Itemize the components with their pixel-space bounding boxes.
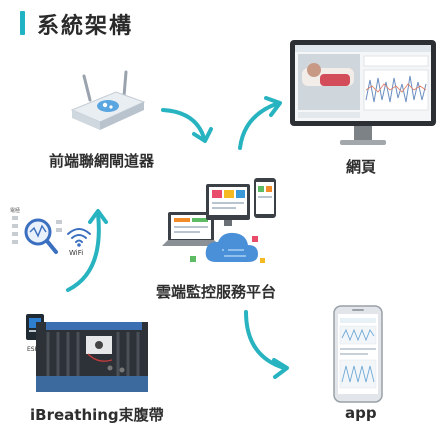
phone-icon	[333, 305, 383, 403]
monitor-icon	[290, 40, 436, 145]
belt-label: iBreathing束腹帶	[30, 406, 164, 424]
app-label: app	[345, 404, 377, 422]
gateway-label: 前端聯網閘道器	[49, 152, 155, 170]
esp32-label: ESP32	[27, 346, 46, 353]
title-accent-bar	[20, 11, 25, 35]
router-icon	[70, 70, 146, 130]
cloud-platform-icon	[162, 178, 276, 263]
page-title: 系統架構	[37, 14, 134, 39]
svg-text:電極: 電極	[10, 207, 20, 214]
wifi-label: WiFi	[69, 249, 84, 257]
wifi-icon	[67, 228, 91, 247]
web-label: 網頁	[346, 158, 377, 176]
cloud-platform-label: 雲端監控服務平台	[156, 283, 277, 301]
belt-photo	[26, 314, 148, 392]
sensor-magnifier-icon: 電極	[10, 207, 62, 254]
